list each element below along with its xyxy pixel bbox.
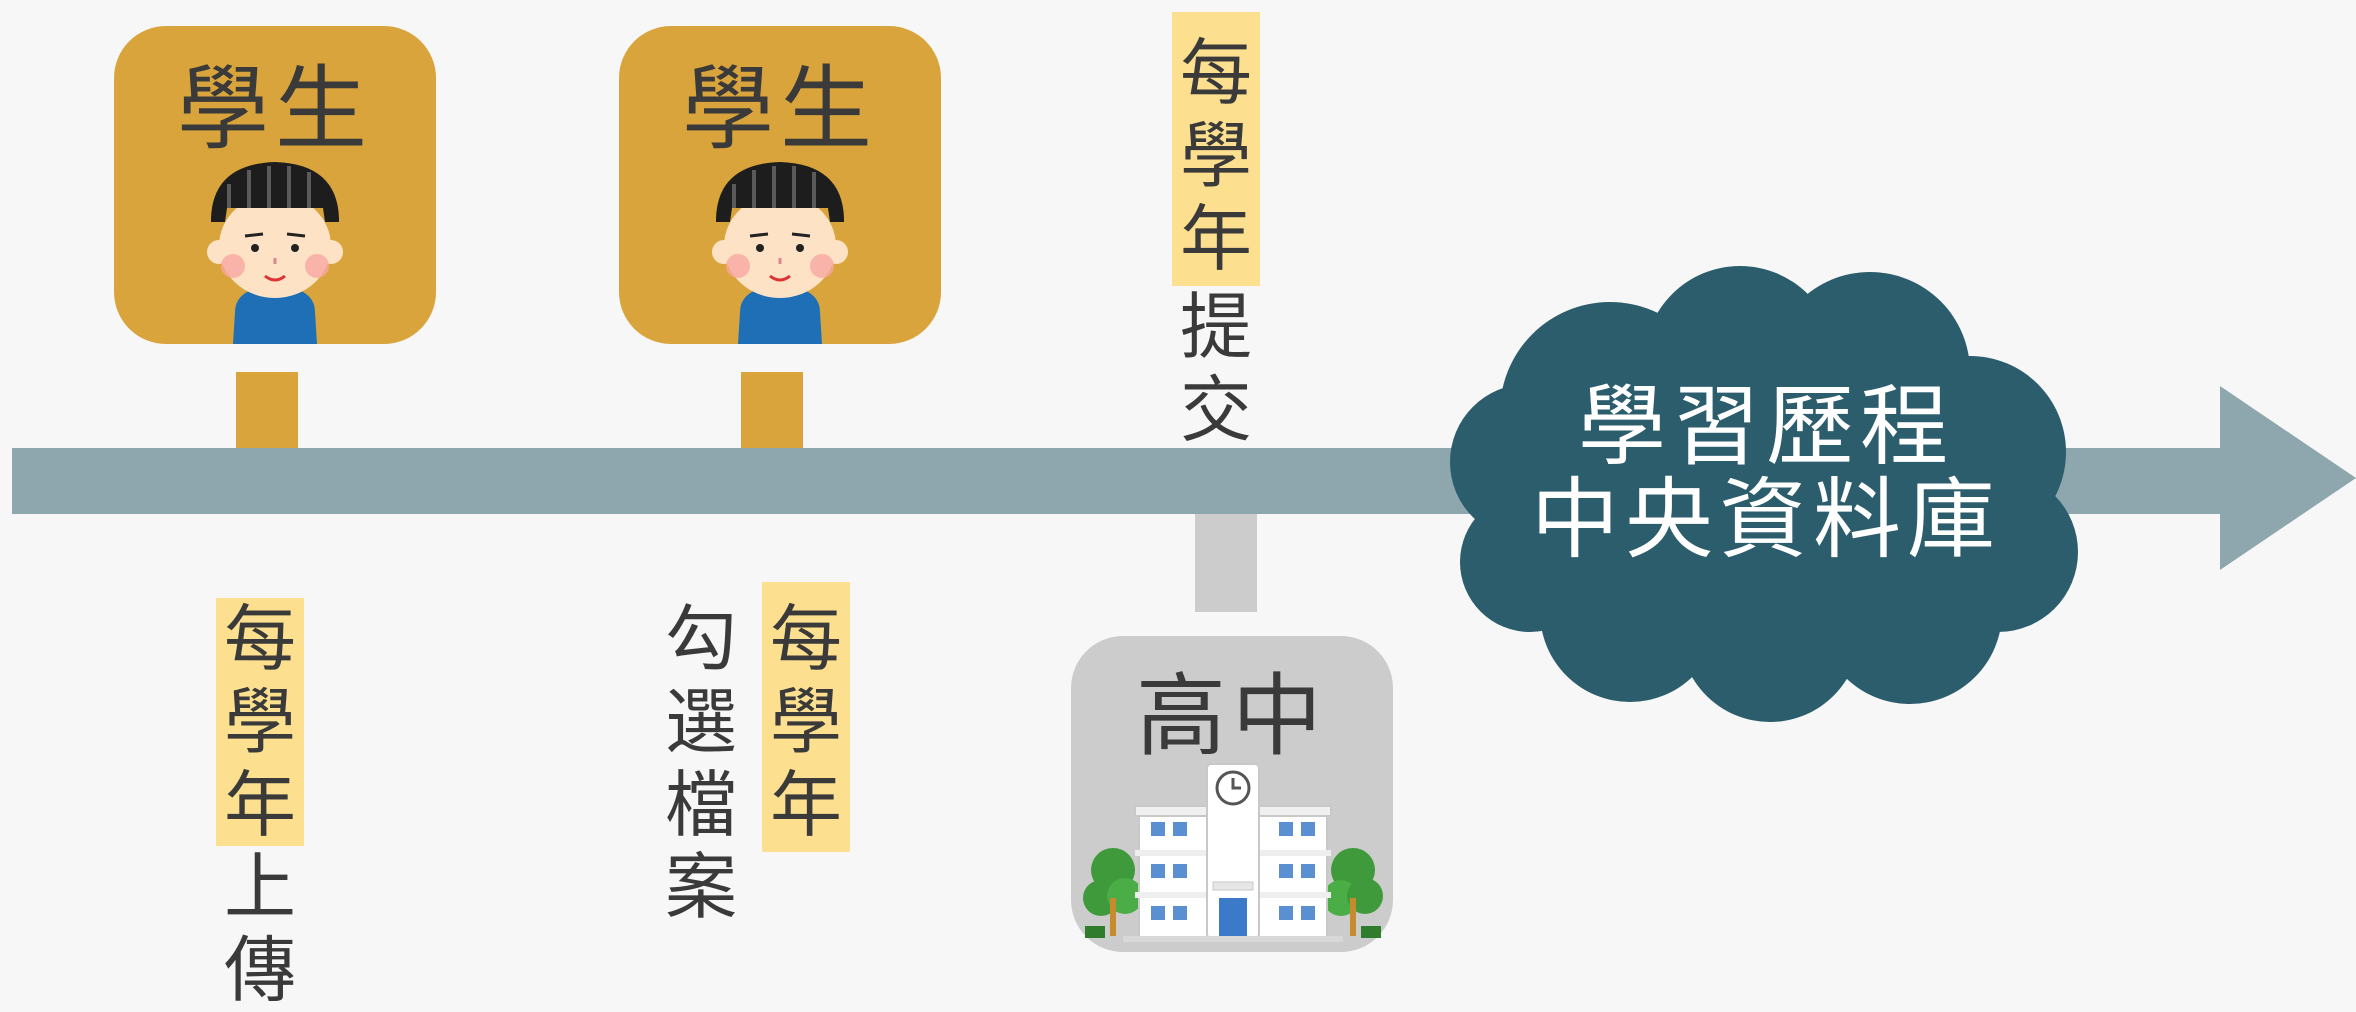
student-card-1-connector bbox=[236, 372, 298, 448]
student-card-2-connector bbox=[741, 372, 803, 448]
step-upload-char: 上 bbox=[224, 845, 297, 930]
step-submit-char: 交 bbox=[1180, 368, 1253, 453]
step-upload-char: 每 bbox=[224, 597, 297, 681]
database-label-line2: 中央資料庫 bbox=[1530, 468, 2001, 572]
step-select-char: 每 bbox=[770, 597, 843, 681]
step-submit-text: 每 學 年 提 交 bbox=[1172, 12, 1261, 453]
step-upload-highlight: 每 學 年 bbox=[216, 597, 305, 847]
step-submit-char: 學 bbox=[1180, 113, 1253, 198]
database-label-line1: 學習歷程 bbox=[1577, 375, 1954, 478]
step-submit-char: 提 bbox=[1180, 285, 1253, 370]
step-select-col-a: 勾 選 檔 案 bbox=[665, 598, 737, 929]
step-select-char: 檔 bbox=[665, 762, 738, 847]
step-submit-char: 每 bbox=[1180, 31, 1253, 115]
step-upload-char: 傳 bbox=[224, 928, 297, 1012]
step-select-char: 案 bbox=[665, 845, 738, 930]
school-title: 高中 bbox=[1136, 664, 1328, 769]
step-select-col-b: 每 學 年 bbox=[762, 582, 851, 853]
step-submit-char: 年 bbox=[1180, 196, 1253, 281]
step-submit-highlight: 每 學 年 bbox=[1172, 12, 1261, 287]
cloud-icon bbox=[1450, 266, 2078, 722]
step-select-char: 年 bbox=[770, 762, 843, 847]
timeline-arrowhead-icon bbox=[2220, 386, 2356, 570]
step-select-char: 選 bbox=[665, 679, 738, 764]
step-upload-char: 年 bbox=[224, 762, 297, 847]
student-card-2-title: 學生 bbox=[681, 56, 878, 163]
step-upload-char: 學 bbox=[224, 679, 297, 764]
school-connector bbox=[1195, 514, 1257, 612]
database-label: 學習歷程 中央資料庫 bbox=[1450, 380, 2082, 567]
school-building-icon bbox=[1083, 763, 1383, 942]
step-select-char: 勾 bbox=[665, 597, 738, 681]
student-card-2: 學生 bbox=[619, 26, 941, 344]
student-avatar-icon bbox=[207, 162, 343, 344]
student-card-1-title: 學生 bbox=[176, 56, 373, 163]
school-card: 高中 bbox=[1071, 636, 1393, 952]
step-select-char: 學 bbox=[770, 679, 843, 764]
student-avatar-icon bbox=[712, 162, 848, 344]
step-upload-text: 每 學 年 上 傳 bbox=[216, 597, 305, 1012]
student-card-1: 學生 bbox=[114, 26, 436, 344]
